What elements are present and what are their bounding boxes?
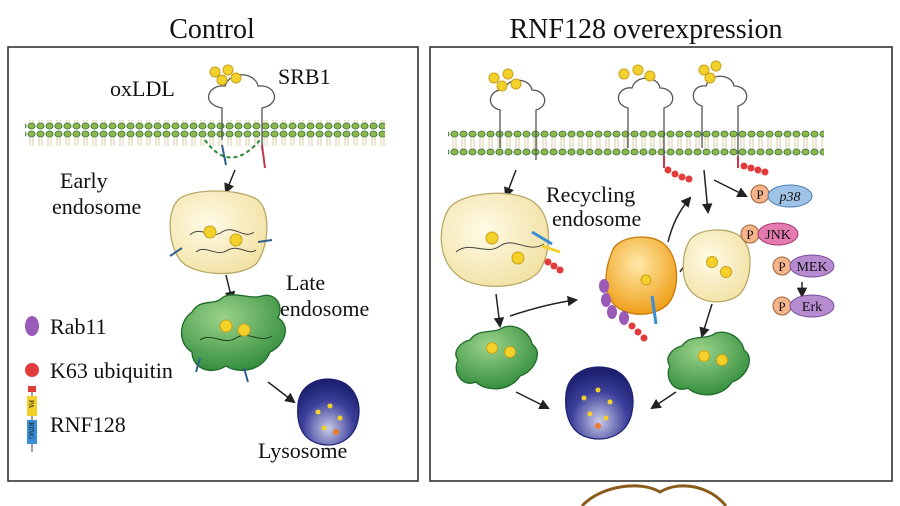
rnf128-legend-label: RNF128 [50,412,126,437]
late-endosome [180,294,286,383]
srb1-label: SRB1 [278,64,331,89]
recycling-endosome [605,236,678,342]
erk-node [789,294,835,318]
oxldl-particles [209,64,242,86]
rnf128-panel-frame [429,46,893,482]
lysosome-right [565,366,634,440]
oxldl-particles-right [488,60,722,92]
ring-domain-label: RING [27,422,35,439]
recycling-endosome-label-2: endosome [552,206,641,231]
k63-ubiquitin-legend-label: K63 ubiquitin [50,358,173,383]
jnk-label: JNK [765,228,791,243]
mek-phospho-label: P [778,259,785,274]
jnk-phospho-label: P [746,227,753,242]
lysosome [297,378,360,446]
arrow-to-lysosome [267,381,296,404]
rab11-legend-label: Rab11 [50,314,107,339]
srb1-receptor [208,74,275,150]
oxldl-label: oxLDL [110,76,175,101]
erk-label: Erk [802,300,822,315]
late-endosome-right-2 [667,331,750,396]
p38-phospho-label: P [756,187,763,202]
p38-label: p38 [779,190,801,205]
early-endosome [169,190,273,275]
rnf128-panel-title: RNF128 overexpression [510,14,783,45]
early-endosome-label-2: endosome [52,194,141,219]
erk-phospho-label: P [778,299,785,314]
bottom-arc [580,484,728,506]
early-endosome-label-1: Early [60,168,108,193]
rnf128-membrane [448,130,824,156]
early-endosome-right [440,192,564,287]
early-endosome-small [682,229,751,303]
control-membrane-pit [204,139,261,159]
recycling-endosome-label-1: Recycling [546,182,635,207]
mek-node [789,254,835,278]
rnf128-legend-icon: PA RING [27,386,37,452]
kinase-cascade: P p38 P JNK P MEK P Erk [740,184,835,318]
jnk-node [757,222,799,246]
arrow-to-early [224,169,236,194]
legend: Rab11 K63 ubiquitin PA RING RNF128 [25,314,173,452]
control-panel-frame [7,46,419,482]
lysosome-label: Lysosome [258,438,347,463]
late-endosome-label-1: Late [286,270,325,295]
rab11-cluster [599,279,629,325]
rab11-legend-icon [25,316,39,336]
mek-label: MEK [796,260,827,275]
control-panel: Control oxLDL SRB1 Ea [7,14,419,482]
late-endosome-label-2: endosome [280,296,369,321]
ubiquitin-chains-membrane [663,156,769,183]
pa-domain-label: PA [27,400,35,408]
k63-ubiquitin-legend-icon [25,363,39,377]
p38-node [767,184,813,208]
control-panel-title: Control [169,14,255,45]
rnf128-panel: RNF128 overexpression [429,14,893,482]
control-membrane [25,120,385,146]
late-endosome-right-1 [455,325,538,390]
